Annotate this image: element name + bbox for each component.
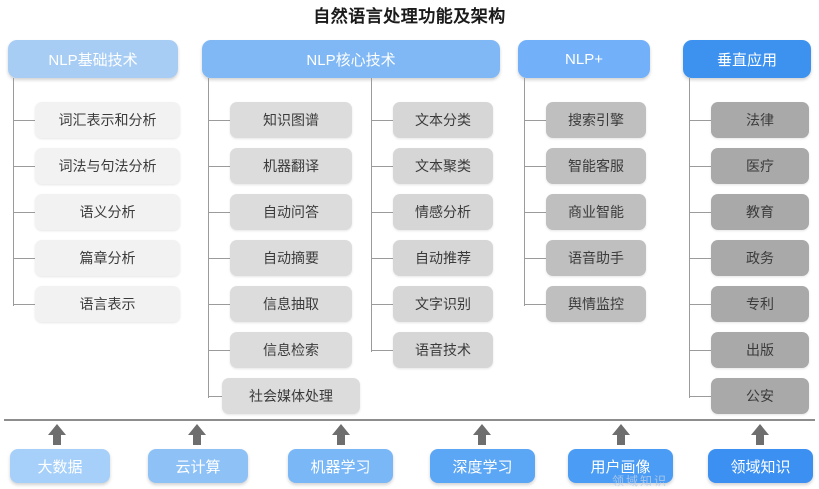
foundation-pill[interactable]: 用户画像 xyxy=(568,449,673,483)
connector-branch xyxy=(208,304,230,305)
column-header-nlp-basic[interactable]: NLP基础技术 xyxy=(8,40,178,78)
connector-branch xyxy=(208,350,230,351)
item-box[interactable]: 信息抽取 xyxy=(230,286,352,322)
connector-branch xyxy=(371,166,393,167)
item-box[interactable]: 信息检索 xyxy=(230,332,352,368)
item-box[interactable]: 语音技术 xyxy=(393,332,493,368)
connector-branch xyxy=(13,258,35,259)
item-box[interactable]: 词汇表示和分析 xyxy=(35,102,180,138)
connector-branch xyxy=(208,120,230,121)
item-box[interactable]: 智能客服 xyxy=(546,148,646,184)
connector-branch xyxy=(371,212,393,213)
connector-branch xyxy=(524,304,546,305)
foundation-pill[interactable]: 深度学习 xyxy=(430,449,535,483)
item-box[interactable]: 舆情监控 xyxy=(546,286,646,322)
column-header-nlp-plus[interactable]: NLP+ xyxy=(518,40,650,78)
item-box[interactable]: 自动问答 xyxy=(230,194,352,230)
item-box[interactable]: 法律 xyxy=(711,102,809,138)
foundation-pill[interactable]: 机器学习 xyxy=(288,449,393,483)
connector-branch xyxy=(524,120,546,121)
item-box[interactable]: 语义分析 xyxy=(35,194,180,230)
item-box[interactable]: 出版 xyxy=(711,332,809,368)
connector-branch xyxy=(689,396,711,397)
connector-trunk-col4 xyxy=(689,78,690,398)
item-box[interactable]: 语言表示 xyxy=(35,286,180,322)
foundation-pill[interactable]: 领域知识 xyxy=(708,449,813,483)
item-box[interactable]: 商业智能 xyxy=(546,194,646,230)
connector-branch xyxy=(689,258,711,259)
connector-branch xyxy=(13,212,35,213)
connector-branch xyxy=(689,166,711,167)
foundation-divider xyxy=(4,419,815,421)
item-box[interactable]: 词法与句法分析 xyxy=(35,148,180,184)
item-box[interactable]: 自动摘要 xyxy=(230,240,352,276)
connector-branch xyxy=(689,350,711,351)
connector-branch xyxy=(524,166,546,167)
item-box[interactable]: 政务 xyxy=(711,240,809,276)
connector-trunk-col2b xyxy=(371,78,372,352)
connector-trunk-col2a xyxy=(208,78,209,398)
item-box[interactable]: 文本分类 xyxy=(393,102,493,138)
foundation-pill[interactable]: 大数据 xyxy=(10,449,110,483)
item-box[interactable]: 公安 xyxy=(711,378,809,414)
item-box[interactable]: 语音助手 xyxy=(546,240,646,276)
connector-branch xyxy=(13,304,35,305)
connector-trunk-col1 xyxy=(13,78,14,306)
connector-branch xyxy=(689,304,711,305)
connector-branch xyxy=(371,304,393,305)
connector-branch xyxy=(208,166,230,167)
connector-branch xyxy=(689,120,711,121)
connector-branch xyxy=(524,258,546,259)
item-box[interactable]: 搜索引擎 xyxy=(546,102,646,138)
item-box[interactable]: 篇章分析 xyxy=(35,240,180,276)
connector-branch xyxy=(689,212,711,213)
connector-branch xyxy=(208,396,230,397)
connector-branch xyxy=(13,166,35,167)
connector-branch xyxy=(208,212,230,213)
watermark-text: 领域知识 xyxy=(612,474,669,488)
column-header-nlp-core[interactable]: NLP核心技术 xyxy=(202,40,500,78)
item-box[interactable]: 专利 xyxy=(711,286,809,322)
connector-trunk-col3 xyxy=(524,78,525,306)
connector-branch xyxy=(524,212,546,213)
connector-branch xyxy=(371,120,393,121)
item-box[interactable]: 社会媒体处理 xyxy=(222,378,360,414)
item-box[interactable]: 情感分析 xyxy=(393,194,493,230)
item-box[interactable]: 教育 xyxy=(711,194,809,230)
connector-branch xyxy=(13,120,35,121)
item-box[interactable]: 医疗 xyxy=(711,148,809,184)
connector-branch xyxy=(371,258,393,259)
foundation-pill[interactable]: 云计算 xyxy=(148,449,248,483)
connector-branch xyxy=(371,350,393,351)
connector-branch xyxy=(208,258,230,259)
item-box[interactable]: 知识图谱 xyxy=(230,102,352,138)
item-box[interactable]: 文本聚类 xyxy=(393,148,493,184)
item-box[interactable]: 机器翻译 xyxy=(230,148,352,184)
page-title: 自然语言处理功能及架构 xyxy=(313,7,506,26)
column-header-vertical-app[interactable]: 垂直应用 xyxy=(683,40,811,78)
item-box[interactable]: 文字识别 xyxy=(393,286,493,322)
item-box[interactable]: 自动推荐 xyxy=(393,240,493,276)
